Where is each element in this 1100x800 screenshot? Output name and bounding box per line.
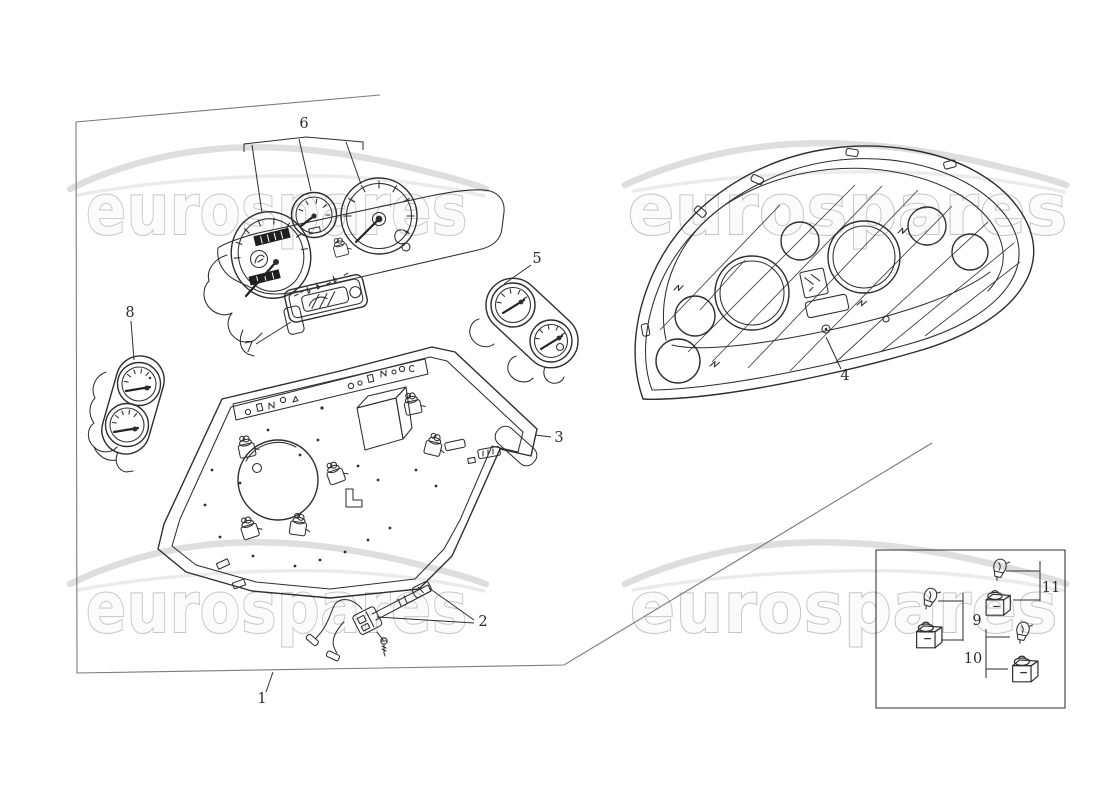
- watermark-layer: eurospares eurospares eurospares eurospa…: [70, 143, 1068, 650]
- warning-lamp-glyphs: [244, 364, 415, 416]
- bulb-box: [875, 549, 1066, 709]
- bezel-hole-small: [951, 233, 989, 271]
- wire-terminal: [325, 650, 340, 662]
- part-label-5: 5: [532, 251, 541, 267]
- cluster-housing: [217, 189, 505, 295]
- pod-left-housing: [101, 355, 165, 455]
- indicator-panel-window: [301, 286, 350, 312]
- gauge-pod-aux: [469, 277, 579, 384]
- bulb-holder-10: [1012, 655, 1039, 683]
- leader-2: [376, 587, 475, 624]
- odometer-display: [253, 227, 291, 247]
- lamp-socket: [237, 513, 265, 541]
- bezel-hole-small: [655, 338, 701, 384]
- speedometer-needle: [244, 260, 278, 298]
- bezel-slot: [804, 293, 850, 319]
- front-bezel: [634, 145, 1035, 400]
- watermark-text-top-left: eurospares: [86, 169, 468, 251]
- bezel-inner-rim: [645, 158, 1020, 391]
- cluster-chassis: [157, 346, 538, 599]
- sensor-wire: [315, 599, 363, 639]
- part-label-4: 4: [840, 368, 849, 384]
- part-label-11: 11: [1042, 580, 1060, 596]
- tachometer-needle: [354, 217, 381, 244]
- chassis-outline: [157, 346, 538, 599]
- bracket-6: [243, 136, 364, 152]
- leader-4: [825, 336, 842, 370]
- gauge-pod-left: [87, 355, 165, 473]
- center-gauge-ticks: [298, 198, 331, 216]
- bezel-hole-small: [674, 295, 716, 337]
- part-label-9: 9: [972, 613, 981, 629]
- trip-odometer-display: [248, 269, 281, 286]
- leader-5: [503, 264, 532, 285]
- leader-8: [130, 320, 135, 361]
- part-label-6: 6: [299, 116, 308, 132]
- instrument-cluster-front: [203, 177, 505, 357]
- bezel-outline: [634, 145, 1035, 400]
- sensor-screw: [380, 637, 388, 657]
- indicator-panel-tab: [283, 305, 305, 335]
- chassis-inner-face: [171, 356, 524, 590]
- diagram-boundary-frame: [75, 94, 933, 674]
- part-label-8: 8: [125, 305, 134, 321]
- pod-aux-flange-top: [469, 318, 495, 348]
- chassis-corner-block: [494, 425, 538, 467]
- chassis-rivets: [203, 406, 438, 568]
- watermark-text-top-right: eurospares: [628, 169, 1068, 251]
- pod-aux-housing: [485, 277, 579, 369]
- bezel-hole-speedometer: [714, 255, 790, 331]
- part-label-10: 10: [964, 651, 982, 667]
- bracket-9: [938, 593, 964, 641]
- part-label-3: 3: [554, 430, 563, 446]
- bulb-box-border: [875, 549, 1066, 709]
- bezel-hole-small: [907, 206, 947, 246]
- sensor-body: [352, 606, 383, 635]
- leader-1: [265, 671, 274, 693]
- speedometer: [230, 211, 312, 299]
- leader-3: [534, 434, 552, 438]
- bracket-11: [1006, 561, 1041, 601]
- speedometer-ticks: [233, 217, 308, 259]
- chassis-connectors: [215, 438, 501, 590]
- indicator-panel-glyphs: [294, 272, 349, 297]
- pod-left-bracket: [87, 371, 118, 453]
- chassis-bracket: [345, 488, 363, 508]
- lamp-socket: [401, 389, 427, 417]
- center-gauge-needle: [299, 214, 316, 228]
- bezel-hole-small: [780, 221, 820, 261]
- speed-sensor: [305, 581, 432, 662]
- bracket-10: [985, 629, 1010, 678]
- leader-6: [251, 138, 362, 214]
- bezel-hole-tachometer: [827, 220, 901, 294]
- leader-lines: [130, 136, 842, 693]
- part-label-2: 2: [478, 614, 487, 630]
- lamp-socket: [288, 512, 313, 538]
- leader-7: [255, 321, 292, 345]
- watermark-text-bottom-left: eurospares: [86, 567, 468, 649]
- wire-terminal: [305, 633, 319, 647]
- speedometer-aperture: [237, 439, 319, 521]
- part-label-1: 1: [257, 691, 266, 707]
- part-labels: 1 2 3 4 5 6 7 8 9 10 11: [125, 116, 1060, 707]
- center-gauge: [290, 191, 338, 239]
- emblem-badge: [249, 249, 269, 269]
- warning-lamp-strip: [232, 358, 429, 421]
- pod-aux-flange-bottom: [507, 355, 534, 383]
- tachometer: [340, 177, 418, 255]
- bezel-window-arch: [662, 167, 1004, 341]
- bezel-rim-tabs: [640, 147, 957, 337]
- cluster-mount-ears: [203, 254, 263, 357]
- bezel-hatching: [659, 184, 1021, 372]
- indicator-panel: [283, 272, 368, 335]
- bezel-vent-square: [799, 267, 829, 299]
- lamp-socket: [323, 457, 351, 486]
- part-label-7: 7: [244, 340, 253, 356]
- chassis-block: [356, 386, 413, 451]
